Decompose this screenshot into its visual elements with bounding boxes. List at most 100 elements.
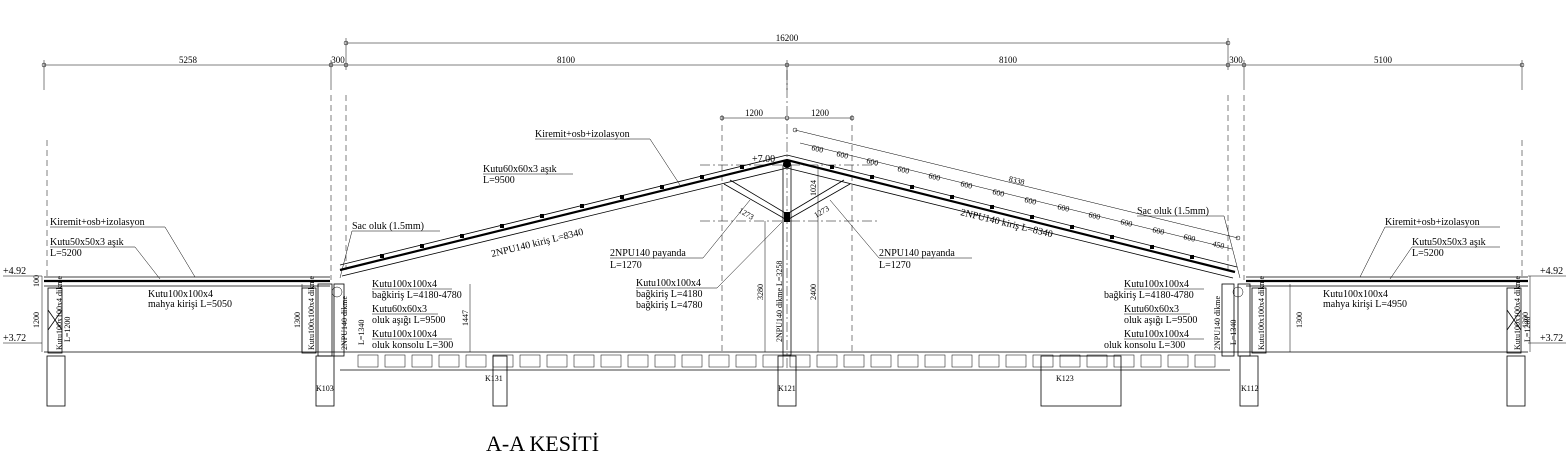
label-left-purlin: Kutu50x50x3 aşık bbox=[50, 237, 124, 248]
floor-cell bbox=[573, 354, 595, 368]
svg-text:600: 600 bbox=[1120, 217, 1134, 229]
svg-text:L=5200: L=5200 bbox=[50, 248, 82, 259]
svg-text:1273: 1273 bbox=[813, 204, 831, 220]
svg-text:100: 100 bbox=[32, 275, 41, 287]
label-left-detail-5: Kutu100x100x4 bbox=[372, 329, 437, 340]
svg-text:600: 600 bbox=[811, 143, 825, 155]
column-k131 bbox=[492, 355, 508, 407]
label-right-cover: Kiremit+osb+izolasyon bbox=[1385, 217, 1480, 228]
svg-text:bağkiriş L=4180-4780: bağkiriş L=4180-4780 bbox=[1104, 290, 1194, 301]
svg-text:Kutu100x100x4 dikme: Kutu100x100x4 dikme bbox=[1513, 276, 1522, 350]
floor-cell bbox=[897, 354, 919, 368]
floor-cell bbox=[654, 354, 676, 368]
vertical-dimensions: 100 1200 1200 1300 1300 1447 3280 2400 1… bbox=[32, 165, 1531, 352]
floor-beam bbox=[44, 351, 1528, 371]
svg-text:1200: 1200 bbox=[32, 312, 41, 328]
floor-cell bbox=[1059, 354, 1081, 368]
svg-text:2NPU140 dikme: 2NPU140 dikme bbox=[1213, 296, 1222, 350]
svg-text:600: 600 bbox=[1057, 202, 1071, 214]
floor-cell bbox=[708, 354, 730, 368]
column-right-edge bbox=[1506, 355, 1526, 407]
svg-text:1447: 1447 bbox=[461, 310, 470, 326]
column-left-edge bbox=[46, 355, 66, 407]
svg-text:450: 450 bbox=[1212, 239, 1226, 251]
floor-cell bbox=[735, 354, 757, 368]
label-tie-beam: Kutu100x100x4 bbox=[636, 278, 701, 289]
label-k131: K131 bbox=[485, 374, 503, 383]
svg-text:600: 600 bbox=[992, 187, 1006, 199]
floor-cell bbox=[384, 354, 406, 368]
label-brace-left: 2NPU140 payanda bbox=[610, 248, 686, 259]
ridge-dimension: 1200 1200 bbox=[719, 108, 855, 121]
floor-cell bbox=[1032, 354, 1054, 368]
svg-text:2NPU140 dikme: 2NPU140 dikme bbox=[340, 296, 349, 350]
floor-cell bbox=[843, 354, 865, 368]
svg-text:600: 600 bbox=[836, 149, 850, 161]
svg-text:oluk konsolu L=300: oluk konsolu L=300 bbox=[372, 340, 453, 351]
svg-text:1300: 1300 bbox=[293, 312, 302, 328]
floor-cell bbox=[1086, 354, 1108, 368]
label-center-post: 2NPU140 dikme L=3258 bbox=[775, 261, 784, 342]
dim-left-gap: 300 bbox=[331, 55, 345, 65]
label-left-ridge-beam: Kutu100x100x4 bbox=[148, 289, 213, 300]
purlins-left bbox=[380, 165, 744, 258]
svg-text:600: 600 bbox=[928, 171, 942, 183]
svg-text:mahya kirişi L=4950: mahya kirişi L=4950 bbox=[1323, 299, 1407, 310]
svg-text:L=9500: L=9500 bbox=[483, 175, 515, 186]
floor-cell bbox=[870, 354, 892, 368]
slope-dimension: 8338 600 600 600 600 600 600 600 600 600… bbox=[792, 127, 1241, 251]
svg-text:600: 600 bbox=[1183, 232, 1197, 244]
svg-text:bağkiriş L=4780: bağkiriş L=4780 bbox=[636, 300, 702, 311]
label-k112: K112 bbox=[1241, 384, 1258, 393]
dim-right-gap: 300 bbox=[1229, 55, 1243, 65]
label-left-detail-3: Kutu60x60x3 bbox=[372, 304, 427, 315]
floor-cell bbox=[816, 354, 838, 368]
label-roof-cover: Kiremit+osb+izolasyon bbox=[535, 129, 630, 140]
dim-left-bay: 5258 bbox=[179, 55, 198, 65]
svg-text:Kutu100x100x4 dikme: Kutu100x100x4 dikme bbox=[1257, 276, 1266, 350]
dim-right-bay: 5100 bbox=[1374, 55, 1393, 65]
left-lean-to bbox=[44, 276, 345, 357]
dim-mid-right: 8100 bbox=[999, 55, 1018, 65]
columns: K103 K131 K121 K123 K112 bbox=[46, 355, 1526, 407]
level-right-top: +4.92 bbox=[1540, 266, 1563, 277]
label-gutter-right: Sac oluk (1.5mm) bbox=[1137, 206, 1209, 217]
floor-cell bbox=[1113, 354, 1135, 368]
svg-text:600: 600 bbox=[1152, 225, 1166, 237]
right-labels: Kiremit+osb+izolasyon Kutu50x50x3 aşık L… bbox=[1104, 217, 1532, 351]
svg-text:Kutu100x100x4 dikme: Kutu100x100x4 dikme bbox=[307, 276, 316, 350]
svg-text:L=1270: L=1270 bbox=[879, 260, 911, 271]
label-right-ridge-beam: Kutu100x100x4 bbox=[1323, 289, 1388, 300]
label-right-purlin: Kutu50x50x3 aşık bbox=[1412, 237, 1486, 248]
label-left-detail-1: Kutu100x100x4 bbox=[372, 279, 437, 290]
svg-text:oluk konsolu L=300: oluk konsolu L=300 bbox=[1104, 340, 1185, 351]
dim-slope: 8338 bbox=[1008, 174, 1026, 187]
svg-text:L=5200: L=5200 bbox=[1412, 248, 1444, 259]
label-brace-right: 2NPU140 payanda bbox=[879, 248, 955, 259]
svg-text:oluk aşığı L=9500: oluk aşığı L=9500 bbox=[372, 315, 445, 326]
svg-text:1273: 1273 bbox=[737, 206, 755, 222]
svg-text:Kutu100x100x4 dikme: Kutu100x100x4 dikme bbox=[55, 276, 64, 350]
floor-cell bbox=[1167, 354, 1189, 368]
dim-overall: 16200 bbox=[776, 33, 799, 43]
svg-text:L=1270: L=1270 bbox=[610, 260, 642, 271]
floor-cell bbox=[1194, 354, 1216, 368]
label-purlin: Kutu60x60x3 aşık bbox=[483, 164, 557, 175]
label-right-detail-1: Kutu100x100x4 bbox=[1124, 279, 1189, 290]
level-left-top: +4.92 bbox=[3, 266, 26, 277]
column-k123 bbox=[1040, 355, 1122, 407]
label-left-cover: Kiremit+osb+izolasyon bbox=[50, 217, 145, 228]
floor-cell bbox=[681, 354, 703, 368]
floor-cell bbox=[357, 354, 379, 368]
floor-cell bbox=[924, 354, 946, 368]
svg-text:600: 600 bbox=[866, 156, 880, 168]
floor-cell bbox=[465, 354, 487, 368]
floor-cell bbox=[492, 354, 514, 368]
svg-text:bağkiriş L=4180: bağkiriş L=4180 bbox=[636, 289, 702, 300]
label-right-detail-5: Kutu100x100x4 bbox=[1124, 329, 1189, 340]
label-k103: K103 bbox=[316, 384, 334, 393]
column-k103 bbox=[315, 355, 335, 407]
label-gutter-left: Sac oluk (1.5mm) bbox=[352, 221, 424, 232]
left-labels: Kiremit+osb+izolasyon Kutu50x50x3 aşık L… bbox=[50, 217, 462, 351]
